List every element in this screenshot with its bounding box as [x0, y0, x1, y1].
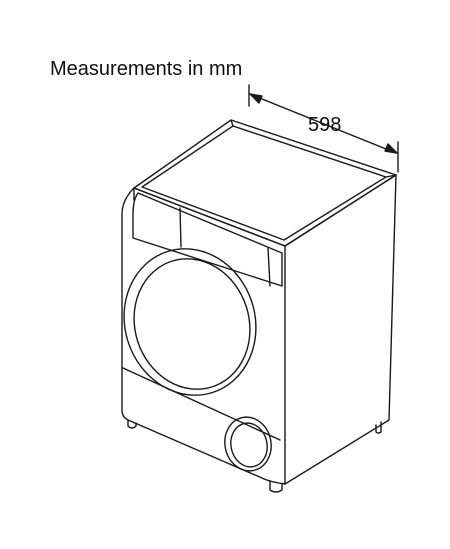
door	[123, 248, 257, 396]
top-panel	[133, 119, 397, 247]
arrow-right-icon	[384, 143, 398, 154]
side-panel	[284, 174, 397, 485]
width-dimension-label: 598	[308, 114, 341, 136]
diagram-caption: Measurements in mm	[50, 58, 243, 80]
arrow-left-icon	[249, 93, 263, 104]
control-panel	[132, 192, 283, 287]
front-panel	[121, 187, 286, 485]
width-dimension-line	[248, 84, 399, 173]
maintenance-hatch	[224, 416, 272, 472]
feet	[127, 419, 283, 493]
